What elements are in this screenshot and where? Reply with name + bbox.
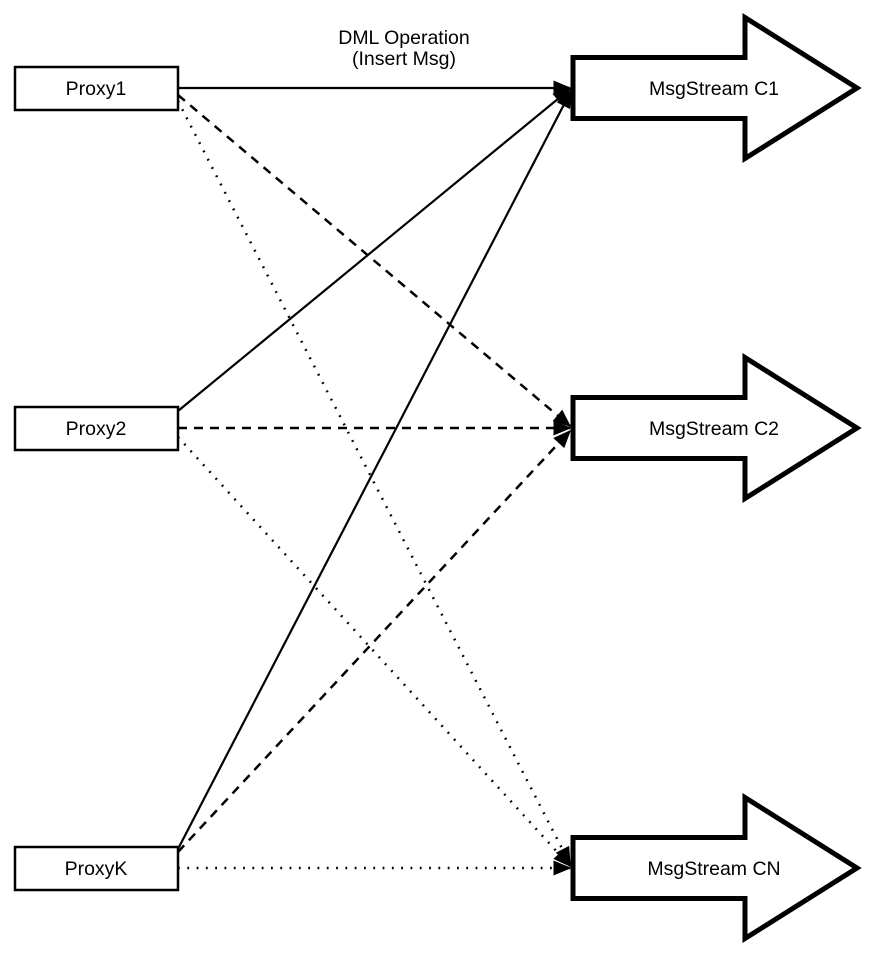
proxy1-box	[13, 65, 180, 112]
edge-proxy1-msgstream-c2	[177, 94, 572, 427]
proxy1-label: Proxy1	[66, 78, 127, 100]
edge-group	[176, 80, 572, 876]
proxyk-box	[13, 845, 180, 892]
msgstream-cn-label: MsgStream CN	[647, 858, 780, 880]
msgstream-cn-arrow-shape	[570, 792, 862, 944]
proxyk-label: ProxyK	[65, 858, 128, 880]
msgstream-c1-label: MsgStream C1	[649, 78, 779, 100]
dml-operation-annotation-line2: (Insert Msg)	[352, 48, 456, 70]
proxy1-node: Proxy1	[13, 65, 180, 112]
proxy2-label: Proxy2	[66, 418, 127, 440]
msgstream-c1-node: MsgStream C1	[570, 12, 862, 164]
proxy2-node: Proxy2	[13, 405, 180, 452]
edge-proxy1-msgstream-cn	[176, 100, 572, 866]
proxy2-box	[13, 405, 180, 452]
edge-proxy2-msgstream-cn	[177, 436, 572, 868]
msgstream-cn-node: MsgStream CN	[570, 792, 862, 944]
msgstream-c2-node: MsgStream C2	[570, 352, 862, 504]
dml-operation-annotation-line1: DML Operation	[338, 27, 470, 49]
dml-operation-annotation: DML Operation (Insert Msg)	[338, 27, 470, 70]
edge-proxyk-msgstream-c1	[177, 89, 572, 850]
proxyk-node: ProxyK	[13, 845, 180, 892]
msgstream-c2-label: MsgStream C2	[649, 418, 779, 440]
msgstream-c1-arrow-shape	[570, 12, 862, 164]
msgstream-c2-arrow-shape	[570, 352, 862, 504]
edge-proxyk-msgstream-c2	[177, 429, 572, 853]
edge-proxy2-msgstream-c1	[177, 88, 572, 412]
